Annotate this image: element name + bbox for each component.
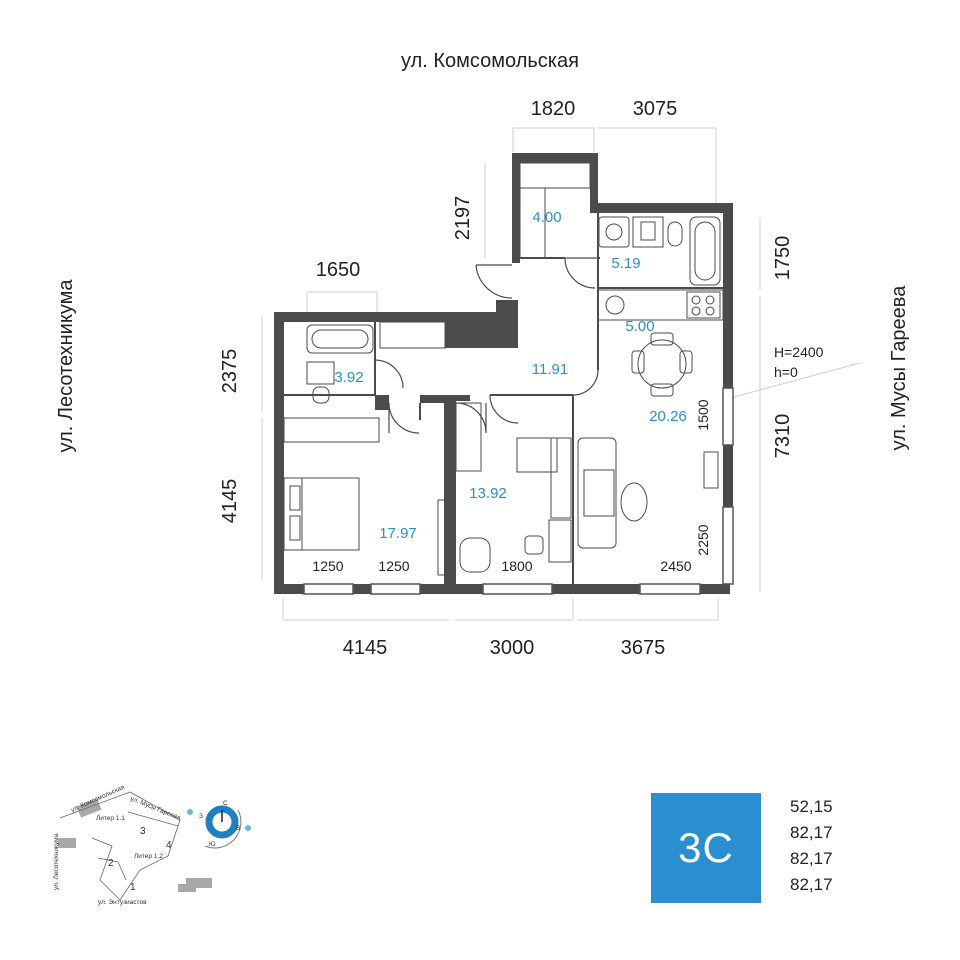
dim-top-1820: 1820 [531,98,576,120]
dim-bottom-3675: 3675 [621,637,666,659]
apartment-type-badge: 3С [651,793,761,903]
street-top-label: ул. Комсомольская [401,50,579,72]
room-area-bathroom-1: 5.19 [611,255,640,272]
room-area-wardrobe: 4.00 [532,209,561,226]
site-section-2: 2 [108,858,114,869]
site-street-entuziastov: ул. Энтузиастов [98,899,147,906]
site-section-1: 1 [130,882,136,893]
area-totals: 52,15 82,17 82,17 82,17 [790,794,860,898]
compass-icon [205,805,239,839]
room-area-bathroom-2: 3.92 [334,369,363,386]
room-area-bedroom: 17.97 [379,525,417,542]
dim-bottom-4145: 4145 [343,637,388,659]
total-area-1: 52,15 [790,797,833,816]
room-area-hall: 11.91 [532,361,568,378]
compass-west: З [199,813,203,820]
dim-2375: 2375 [219,349,241,394]
room-area-kitchen: 5.00 [625,318,654,335]
room-area-living: 20.26 [649,408,687,425]
site-street-lesotekhnikuma: ул. Лесотехникума [53,833,60,890]
dim-top-3075: 3075 [633,98,678,120]
dim-inner-1500: 1500 [695,399,711,430]
ceiling-h-label: h=0 [774,364,798,380]
compass-north: С [223,800,228,807]
dim-inner-1800: 1800 [501,558,532,574]
total-area-4: 82,17 [790,875,833,894]
dimension-guides [261,127,861,621]
sun-east-icon [187,809,193,815]
total-area-3: 82,17 [790,849,833,868]
site-street-musy: ул. Мусы Гареева [129,795,182,822]
total-area-2: 82,17 [790,823,833,842]
doors [374,257,599,434]
street-right-label: ул. Мусы Гареева [888,285,910,451]
dim-bottom-3000: 3000 [490,637,535,659]
dim-2197: 2197 [452,196,474,241]
site-plan: ул. Комсомольская ул. Мусы Гареева ул. Л… [53,784,251,906]
room-area-room: 13.92 [469,485,507,502]
walls [274,153,733,594]
sun-west-icon [245,825,251,831]
dim-7310: 7310 [772,414,794,459]
ceiling-height-label: H=2400 [774,344,824,360]
site-section-4: 4 [166,840,172,851]
site-liter-1-1: Литер 1.1 [96,815,125,822]
dim-inner-1250-a: 1250 [312,558,343,574]
dim-left-top-1650: 1650 [316,259,361,281]
dim-1750: 1750 [772,236,794,281]
compass-east: В [236,825,240,832]
dim-inner-2450: 2450 [660,558,691,574]
dim-4145-left: 4145 [219,479,241,524]
windows [303,387,734,595]
furniture [283,162,724,576]
street-left-label: ул. Лесотехникума [55,279,77,453]
site-liter-1-2: Литер 1.2 [134,853,163,860]
dim-inner-2250: 2250 [695,524,711,555]
dim-inner-1250-b: 1250 [378,558,409,574]
site-section-3: 3 [140,826,146,837]
compass-south: Ю [209,841,216,848]
